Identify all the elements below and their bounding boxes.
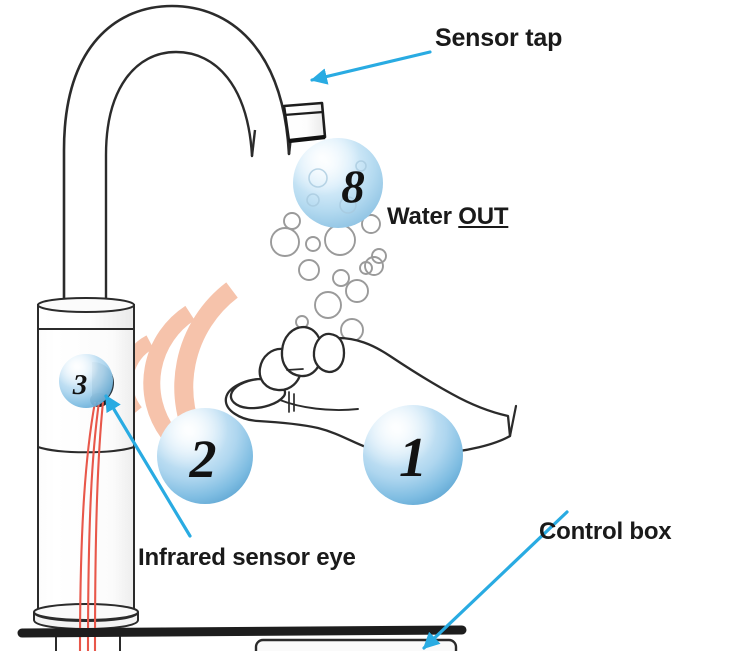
water-bubble-stream: [270, 212, 387, 342]
svg-text:8: 8: [341, 161, 365, 213]
water-bubble: [332, 269, 350, 287]
control-box: [254, 638, 458, 651]
svg-text:2: 2: [189, 429, 217, 489]
water-bubble: [283, 212, 301, 230]
svg-text:3: 3: [72, 369, 88, 401]
label-water-out-prefix: Water: [387, 203, 459, 230]
leader-arrows: [104, 50, 569, 650]
water-bubble: [324, 224, 356, 256]
step-marker-1: [363, 405, 463, 505]
water-bubble: [298, 259, 320, 281]
water-bubble: [345, 279, 369, 303]
spout-outlet-collar: [282, 101, 327, 144]
svg-text:1: 1: [399, 427, 427, 489]
label-control-box: Control box: [539, 518, 672, 545]
water-bubble: [359, 261, 373, 275]
step-marker-3: [59, 354, 113, 408]
arrow-sensor-tap: [310, 50, 432, 85]
water-bubble: [371, 248, 387, 264]
label-infrared-sensor-eye: Infrared sensor eye: [138, 544, 356, 571]
tap-spout: [62, 4, 294, 320]
water-bubble: [314, 291, 342, 319]
label-water-out: Water OUT: [387, 203, 509, 231]
water-bubble: [364, 256, 384, 276]
water-bubble: [270, 227, 300, 257]
label-sensor-tap: Sensor tap: [435, 24, 563, 52]
label-water-out-emphasis: OUT: [458, 203, 509, 230]
sensor-wires: [78, 401, 105, 651]
counter-surface: [17, 625, 467, 638]
step-marker-numbers: 1 2 3 8: [72, 161, 427, 489]
water-bubble: [305, 236, 321, 252]
arrow-infrared-sensor: [104, 394, 192, 538]
step-marker-8: [293, 138, 383, 228]
step-marker-2: [157, 408, 253, 504]
water-bubble: [361, 214, 381, 234]
arrow-control-box: [422, 510, 569, 650]
